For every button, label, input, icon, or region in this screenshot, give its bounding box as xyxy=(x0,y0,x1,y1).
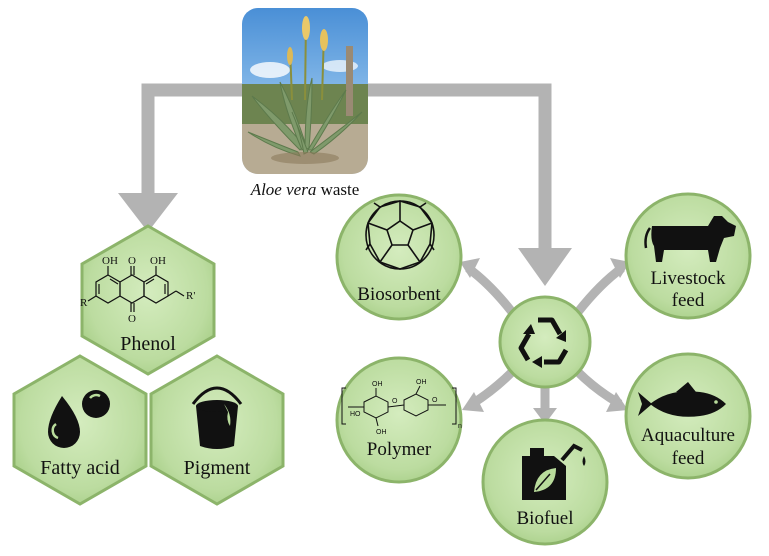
head-biosorbent xyxy=(460,258,480,278)
arrow-to-livestock xyxy=(574,264,625,315)
cow-icon xyxy=(644,216,736,262)
anthraquinone-structure xyxy=(87,266,185,312)
aloe-photo: Aloe vera waste xyxy=(242,8,368,199)
livestock-label-line1: Livestock xyxy=(651,268,726,289)
arrow-to-recycle xyxy=(368,83,552,262)
arrow-to-phenol xyxy=(141,83,242,205)
pigment-label: Pigment xyxy=(184,457,251,479)
polymer-o1: O xyxy=(392,398,398,405)
arrow-head-phenol xyxy=(118,193,178,232)
node-livestock-feed: Livestock feed xyxy=(624,192,752,320)
polymer-oh2: OH xyxy=(416,379,427,386)
polymer-ho: HO xyxy=(350,411,361,418)
hexagon-fatty-acid: Fatty acid xyxy=(12,354,148,506)
fullerene-icon xyxy=(365,200,435,270)
node-aquaculture-feed: Aquaculture feed xyxy=(624,352,752,480)
phenol-label: Phenol xyxy=(120,333,176,355)
head-aquaculture xyxy=(606,392,628,412)
flow-arrows xyxy=(118,83,572,286)
biofuel-label: Biofuel xyxy=(517,508,574,529)
biosorbent-label: Biosorbent xyxy=(357,284,441,305)
phenol-o-bottom: O xyxy=(128,313,136,325)
head-polymer xyxy=(462,392,484,412)
polymer-label: Polymer xyxy=(367,439,432,460)
cellulose-structure xyxy=(341,385,457,427)
head-biofuel xyxy=(533,408,557,424)
phenol-r-right: R' xyxy=(186,290,195,302)
polymer-o2: O xyxy=(432,397,438,404)
aquaculture-label-line2: feed xyxy=(672,448,705,469)
fish-icon xyxy=(638,382,726,417)
arrow-to-biosorbent xyxy=(465,264,516,315)
photo-caption: Aloe vera waste xyxy=(250,180,360,199)
arrow-to-polymer xyxy=(469,368,516,408)
phenol-o-top: O xyxy=(128,255,136,267)
phenol-r-left: R xyxy=(80,297,88,309)
hexagon-pigment: Pigment xyxy=(149,354,285,506)
hexagon-phenol: OH OH O O R R' Phenol xyxy=(80,224,216,376)
arrow-head-recycle xyxy=(518,248,572,286)
fatty-acid-label: Fatty acid xyxy=(40,457,119,479)
fuel-can-icon xyxy=(522,443,586,500)
paint-bucket-icon xyxy=(191,386,243,449)
node-biosorbent: Biosorbent xyxy=(335,193,463,321)
aquaculture-label-line1: Aquaculture xyxy=(641,425,735,446)
livestock-label-line2: feed xyxy=(672,290,705,311)
phenol-oh-right: OH xyxy=(150,255,166,267)
polymer-oh3: OH xyxy=(376,429,387,436)
oil-drop-icon xyxy=(48,390,110,448)
phenol-oh-left: OH xyxy=(102,255,118,267)
polymer-n: n xyxy=(458,423,462,430)
polymer-oh1: OH xyxy=(372,381,383,388)
node-biofuel: Biofuel xyxy=(481,418,609,546)
node-recycle xyxy=(498,295,592,389)
recycle-icon xyxy=(518,317,569,368)
node-polymer: OH OH OH HO O O n Polymer xyxy=(335,356,463,484)
